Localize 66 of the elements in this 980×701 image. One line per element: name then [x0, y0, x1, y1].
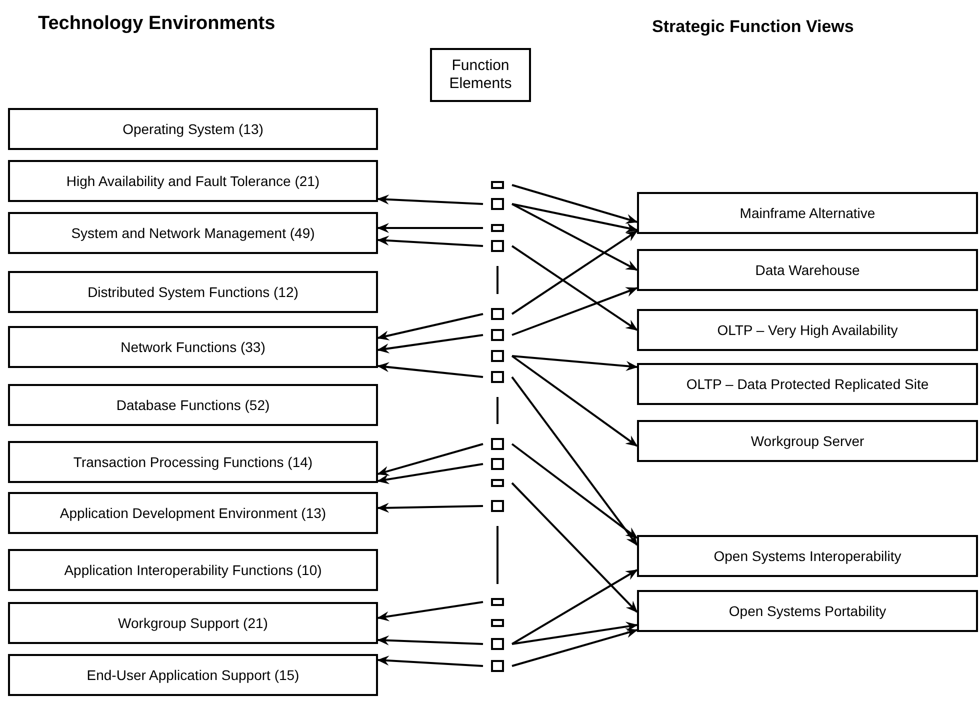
arrow — [512, 184, 638, 224]
element-square — [491, 598, 504, 606]
arrow — [377, 635, 484, 646]
function-box: Open Systems Portability — [637, 590, 978, 632]
arrow — [377, 443, 484, 476]
function-box: High Availability and Fault Tolerance (21) — [8, 160, 378, 202]
function-box: Open Systems Interoperability — [637, 535, 978, 577]
header-box: Function Elements — [430, 48, 531, 102]
connector-line — [496, 266, 498, 294]
function-box: OLTP – Data Protected Replicated Site — [637, 363, 978, 405]
arrow — [511, 443, 638, 539]
arrow — [377, 223, 483, 233]
function-box: Workgroup Support (21) — [8, 602, 378, 644]
arrow — [512, 203, 638, 233]
element-square — [491, 240, 504, 252]
function-box: Data Warehouse — [637, 249, 978, 291]
element-square — [491, 438, 504, 450]
arrow — [377, 502, 484, 513]
element-square — [491, 619, 504, 627]
function-box: Application Interoperability Functions (10) — [8, 549, 378, 591]
element-square — [491, 458, 504, 470]
function-box: Distributed System Functions (12) — [8, 271, 378, 313]
element-square — [491, 198, 504, 210]
arrow — [511, 355, 638, 447]
element-square — [491, 181, 504, 189]
arrow — [512, 355, 638, 372]
function-box: Database Functions (52) — [8, 384, 378, 426]
arrow — [512, 287, 638, 336]
connector-line — [496, 526, 498, 584]
element-square — [491, 224, 504, 232]
function-box: Transaction Processing Functions (14) — [8, 441, 378, 483]
arrow — [377, 194, 484, 205]
function-box: Operating System (13) — [8, 108, 378, 150]
element-square — [491, 479, 504, 487]
arrow — [511, 376, 638, 546]
arrow — [512, 203, 638, 271]
arrow — [511, 482, 638, 613]
element-square — [491, 371, 504, 383]
function-box: Mainframe Alternative — [637, 192, 978, 234]
element-square — [491, 500, 504, 512]
arrow — [377, 313, 484, 340]
arrow — [377, 463, 484, 484]
arrow — [511, 230, 638, 315]
arrow — [377, 656, 484, 667]
element-square — [491, 638, 504, 650]
column-heading: Technology Environments — [38, 12, 276, 36]
column-heading: Strategic Function Views — [652, 16, 854, 38]
function-box: Workgroup Server — [637, 420, 978, 462]
element-square — [491, 308, 504, 320]
connector-line — [496, 397, 498, 424]
arrow — [377, 334, 484, 354]
arrow — [512, 628, 638, 667]
arrow — [377, 601, 484, 622]
function-box: System and Network Management (49) — [8, 212, 378, 254]
arrow — [377, 362, 484, 378]
element-square — [491, 660, 504, 672]
function-box: OLTP – Very High Availability — [637, 309, 978, 351]
function-box: End-User Application Support (15) — [8, 654, 378, 696]
arrow — [511, 569, 638, 645]
arrow — [512, 622, 638, 645]
arrow — [511, 245, 638, 331]
element-square — [491, 329, 504, 341]
element-square — [491, 350, 504, 362]
arrow — [377, 236, 484, 247]
function-box: Application Development Environment (13) — [8, 492, 378, 534]
function-box: Network Functions (33) — [8, 326, 378, 368]
